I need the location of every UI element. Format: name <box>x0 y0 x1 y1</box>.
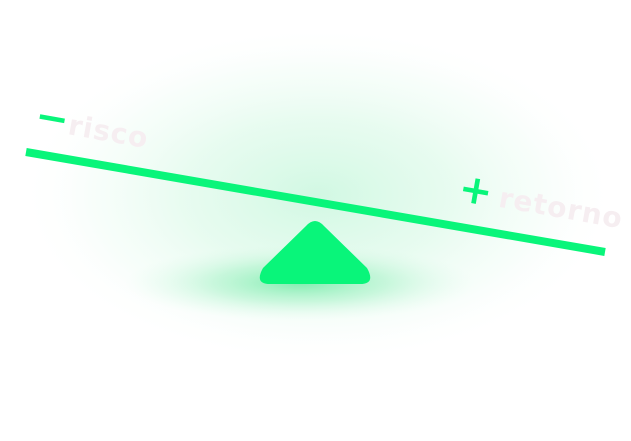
fulcrum-triangle <box>259 221 371 284</box>
minus-symbol: − <box>32 93 73 144</box>
plus-symbol: + <box>455 165 496 216</box>
seesaw-beam <box>25 148 606 256</box>
